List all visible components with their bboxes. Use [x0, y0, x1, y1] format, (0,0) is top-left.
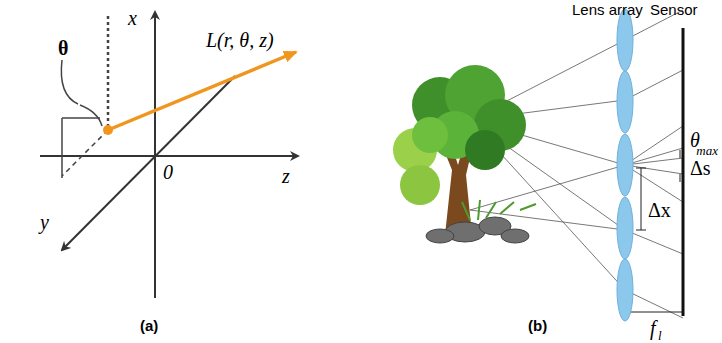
origin-label: 0: [163, 162, 173, 182]
dimension-label: f: [650, 318, 656, 338]
dimension-label: Δx: [648, 200, 671, 220]
ray-label: L(r, θ, z): [206, 30, 274, 50]
dimension-label: Δs: [690, 158, 711, 178]
subscript: l: [658, 329, 662, 342]
angle-label: θ: [58, 38, 68, 58]
axis-label: y: [40, 212, 49, 232]
axis-label: z: [282, 166, 290, 186]
axis-label: x: [128, 8, 137, 28]
component-label: Sensor: [650, 2, 698, 17]
panel-label: (a): [140, 318, 158, 333]
subscript: max: [696, 144, 718, 157]
panel-label: (b): [528, 318, 547, 333]
component-label: Lens array: [572, 2, 643, 17]
